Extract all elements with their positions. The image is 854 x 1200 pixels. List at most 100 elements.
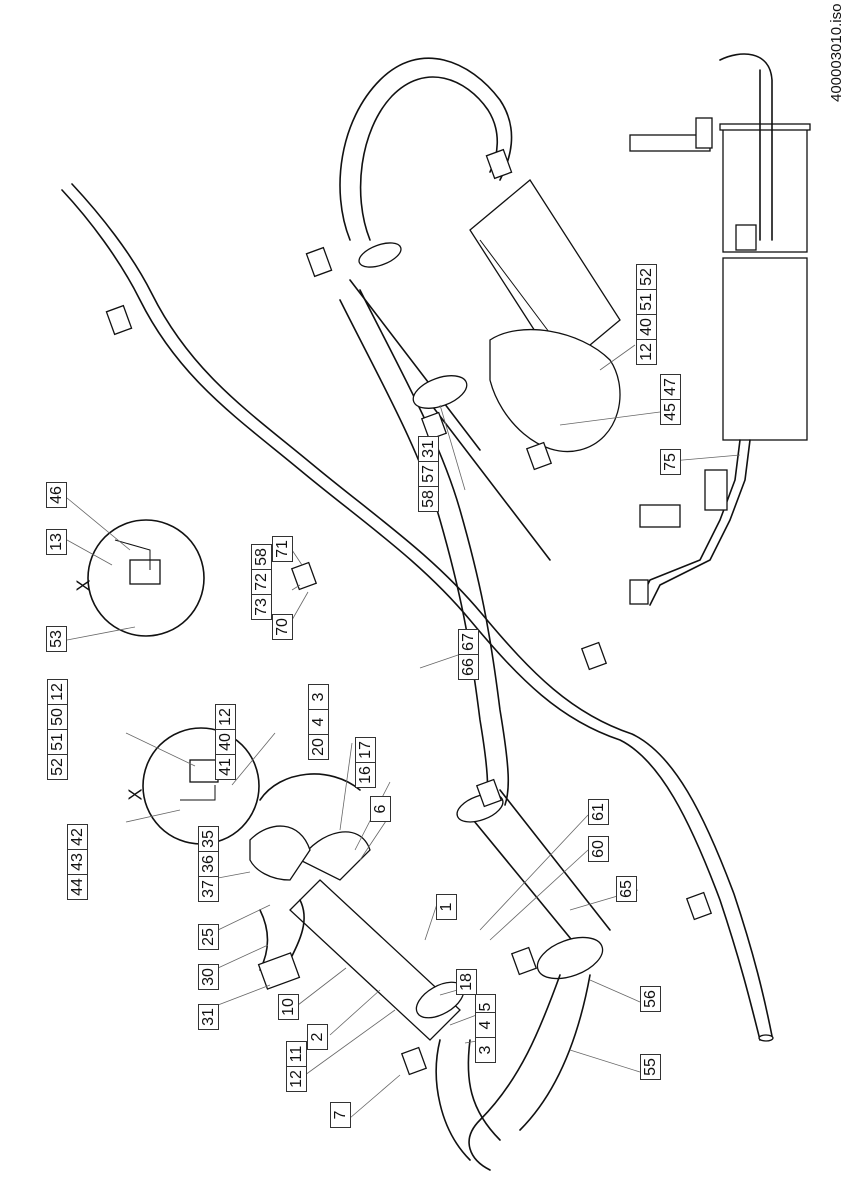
part-number-cell: 12 [286,1066,307,1092]
part-number-cell: 73 [251,594,272,620]
part-number-cell: 7 [330,1102,351,1128]
tailpipe-left [61,183,774,1042]
side-elevation-view [629,53,811,606]
part-number-cell: 31 [418,436,439,462]
part-number-cell: 11 [286,1041,307,1067]
callout-2: 2 [307,1024,328,1050]
part-number-cell: 13 [46,529,67,555]
callout-61: 61 [588,799,609,825]
callout-cells: 71 [272,536,293,562]
part-number-cell: 47 [660,374,681,400]
part-number-cell: 58 [251,544,272,570]
callout-1: 1 [436,894,457,920]
part-number-cell: 65 [616,876,637,902]
callout-cells: 61 [588,799,609,825]
part-number-cell: 40 [636,314,657,340]
part-number-cell: 52 [47,754,68,780]
front-catalyst-assembly [249,773,465,1041]
callout-31a: 31 [198,1004,219,1030]
front-pipe [435,1039,501,1161]
callout-cells: 46 [46,482,67,508]
callout-cells: 13 [46,529,67,555]
part-number-cell: 58 [418,486,439,512]
part-number-cell: 75 [660,449,681,475]
part-number-cell: 6 [370,796,391,822]
callout-60: 60 [588,836,609,862]
callout-75: 75 [660,449,681,475]
part-number-cell: 4 [308,709,329,735]
callout-25: 25 [198,924,219,950]
part-number-cell: 55 [640,1054,661,1080]
callout-cells: 7 [330,1102,351,1128]
part-number-cell: 61 [588,799,609,825]
part-number-cell: 67 [458,629,479,655]
callout-56: 56 [640,986,661,1012]
part-number-cell: 60 [588,836,609,862]
callout-6: 6 [370,796,391,822]
part-number-cell: 70 [272,614,293,640]
intermediate-pipe [339,289,510,821]
callout-7: 7 [330,1102,351,1128]
part-number-cell: 42 [67,824,88,850]
callout-cells: 2 [307,1024,328,1050]
callout-cells: 25 [198,924,219,950]
callout-46: 46 [46,482,67,508]
part-number-cell: 31 [198,1004,219,1030]
part-number-cell: 3 [475,1037,496,1063]
callout-cells: 10 [278,994,299,1020]
detail-marker-x-2: X [125,788,146,801]
rear-muffler [456,789,611,1171]
callout-18: 18 [456,969,477,995]
part-number-cell: 25 [198,924,219,950]
callout-cells: 31 [198,1004,219,1030]
part-number-cell: 36 [198,851,219,877]
part-number-cell: 44 [67,874,88,900]
callout-cells: 65 [616,876,637,902]
part-number-cell: 1 [436,894,457,920]
part-number-cell: 20 [308,734,329,760]
part-number-cell: 17 [355,737,376,763]
part-number-cell: 40 [215,729,236,755]
part-number-cell: 16 [355,762,376,788]
callout-10: 10 [278,994,299,1020]
callout-13: 13 [46,529,67,555]
part-number-cell: 51 [47,729,68,755]
part-number-cell: 4 [475,1012,496,1038]
part-number-cell: 35 [198,826,219,852]
callout-53: 53 [46,626,67,652]
part-number-cell: 12 [215,704,236,730]
top-loop-pipe [339,57,513,241]
part-number-cell: 66 [458,654,479,680]
callout-cells: 1 [436,894,457,920]
part-number-cell: 72 [251,569,272,595]
part-number-cell: 43 [67,849,88,875]
part-number-cell: 46 [46,482,67,508]
part-number-cell: 3 [308,684,329,710]
callout-cells: 18 [456,969,477,995]
drawing-file-code: 400003010.iso [828,3,845,102]
part-number-cell: 51 [636,289,657,315]
callout-30: 30 [198,964,219,990]
part-number-cell: 71 [272,536,293,562]
hangers [105,148,713,1076]
